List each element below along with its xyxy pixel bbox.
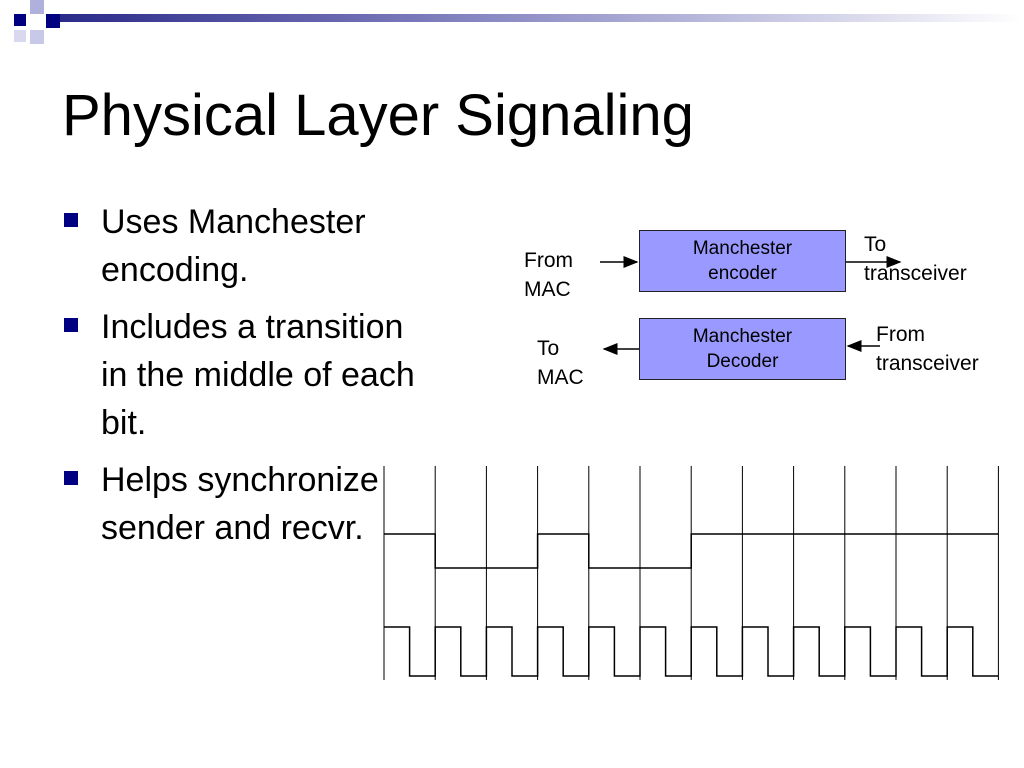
header-square (46, 14, 60, 28)
bullet-item: Helps synchronize sender and recvr. (62, 456, 482, 552)
manchester-encoder-box: Manchester encoder (639, 230, 846, 292)
bullet-square-icon (64, 318, 78, 332)
bullet-text: in the middle of each (101, 356, 415, 394)
manchester-decoder-box: Manchester Decoder (639, 318, 846, 380)
bullet-text: encoding. (101, 251, 249, 289)
bullet-text: Helps synchronize (101, 461, 379, 499)
header-decoration (14, 0, 1024, 44)
header-gradient-bar (60, 14, 1024, 22)
decoder-label: Decoder (706, 351, 779, 372)
bullet-item: Uses Manchester encoding. (62, 198, 482, 294)
encoder-label: Manchester (692, 238, 793, 259)
header-square (14, 30, 26, 42)
bullet-list: Uses Manchester encoding. Includes a tra… (62, 198, 482, 561)
bullet-square-icon (64, 471, 78, 485)
slide-title: Physical Layer Signaling (62, 83, 694, 148)
bullet-text: Uses Manchester (101, 203, 366, 241)
bullet-square-icon (64, 213, 78, 227)
data-waveform (384, 533, 999, 569)
encoder-label: encoder (708, 263, 777, 284)
header-square (14, 14, 26, 26)
bullet-item: Includes a transition in the middle of e… (62, 303, 482, 447)
bullet-text: bit. (101, 404, 147, 442)
header-square (30, 0, 44, 14)
decoder-label: Manchester (692, 326, 793, 347)
bullet-text: Includes a transition (101, 308, 404, 346)
bullet-text: sender and recvr. (101, 509, 364, 547)
header-square (30, 30, 44, 44)
manchester-waveform (384, 626, 999, 677)
